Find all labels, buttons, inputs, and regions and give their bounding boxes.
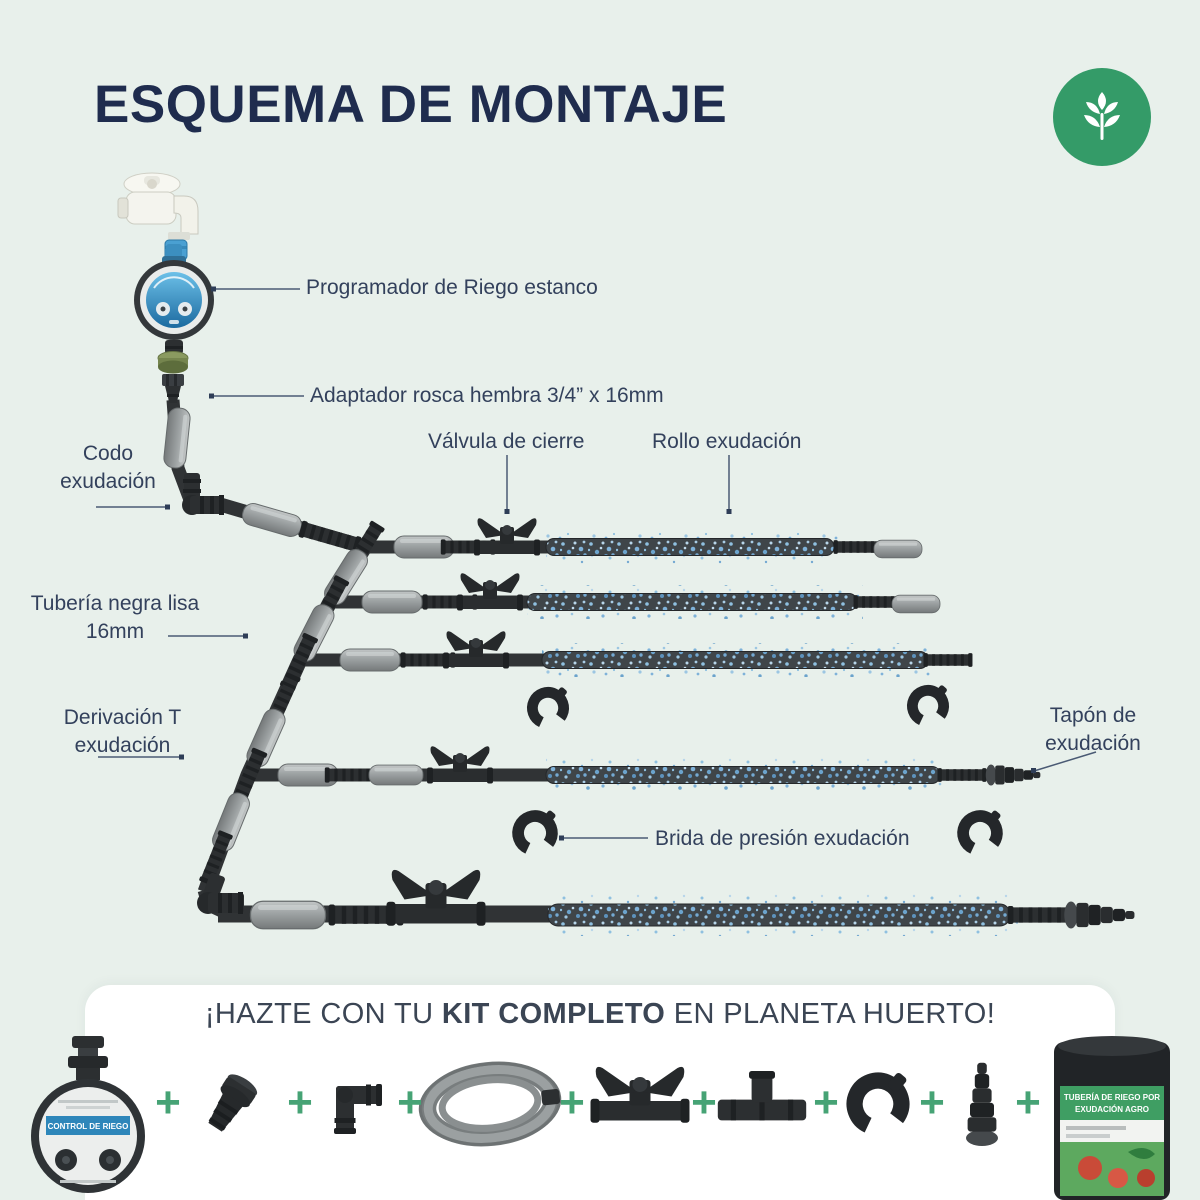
row-3 <box>339 631 973 728</box>
kit-headline-post: EN PLANETA HUERTO! <box>665 998 996 1030</box>
tree-icon <box>1084 92 1120 140</box>
kit-headline: ¡HAZTE CON TU KIT COMPLETO EN PLANETA HU… <box>85 998 1115 1031</box>
label-programador: Programador de Riego estanco <box>306 276 598 299</box>
label-brida: Brida de presión exudación <box>655 827 910 850</box>
row-2 <box>361 573 941 619</box>
plus-separator: + <box>813 1078 839 1127</box>
row-1 <box>393 518 923 564</box>
adapter-graphic <box>157 351 189 403</box>
leader-dots <box>165 286 1036 841</box>
plus-separator: + <box>397 1078 423 1127</box>
plus-separator: + <box>287 1078 313 1127</box>
plus-separator: + <box>559 1078 585 1127</box>
plus-separator: + <box>155 1078 181 1127</box>
brand-logo <box>1053 68 1151 166</box>
label-tuberia: Tubería negra lisa 16mm <box>30 592 200 643</box>
label-rollo: Rollo exudación <box>652 430 802 453</box>
timer-graphic <box>134 244 214 354</box>
timer-inlet-graphic <box>164 239 188 261</box>
kit-headline-bold: KIT COMPLETO <box>441 998 666 1030</box>
plus-separator: + <box>919 1078 945 1127</box>
leader-lines <box>96 288 1097 839</box>
kit-headline-pre: ¡HAZTE CON TU <box>204 998 442 1030</box>
main-line-fittings <box>198 520 386 887</box>
faucet-graphic <box>117 172 199 240</box>
plus-separator: + <box>1015 1078 1041 1127</box>
label-valvula: Válvula de cierre <box>428 430 585 453</box>
label-adaptador: Adaptador rosca hembra 3/4” x 16mm <box>310 384 664 407</box>
bottom-elbow-graphic <box>197 872 244 914</box>
label-codo: Codo exudación <box>60 442 156 493</box>
row-5 <box>249 869 1135 936</box>
label-derivacion: Derivación T exudación <box>63 706 182 757</box>
plus-separator: + <box>691 1078 717 1127</box>
pipe-runs <box>166 399 568 923</box>
page-title: ESQUEMA DE MONTAJE <box>94 75 728 134</box>
elbow-fitting-graphic <box>182 473 224 515</box>
label-tapon: Tapón de exudación <box>1045 704 1141 755</box>
